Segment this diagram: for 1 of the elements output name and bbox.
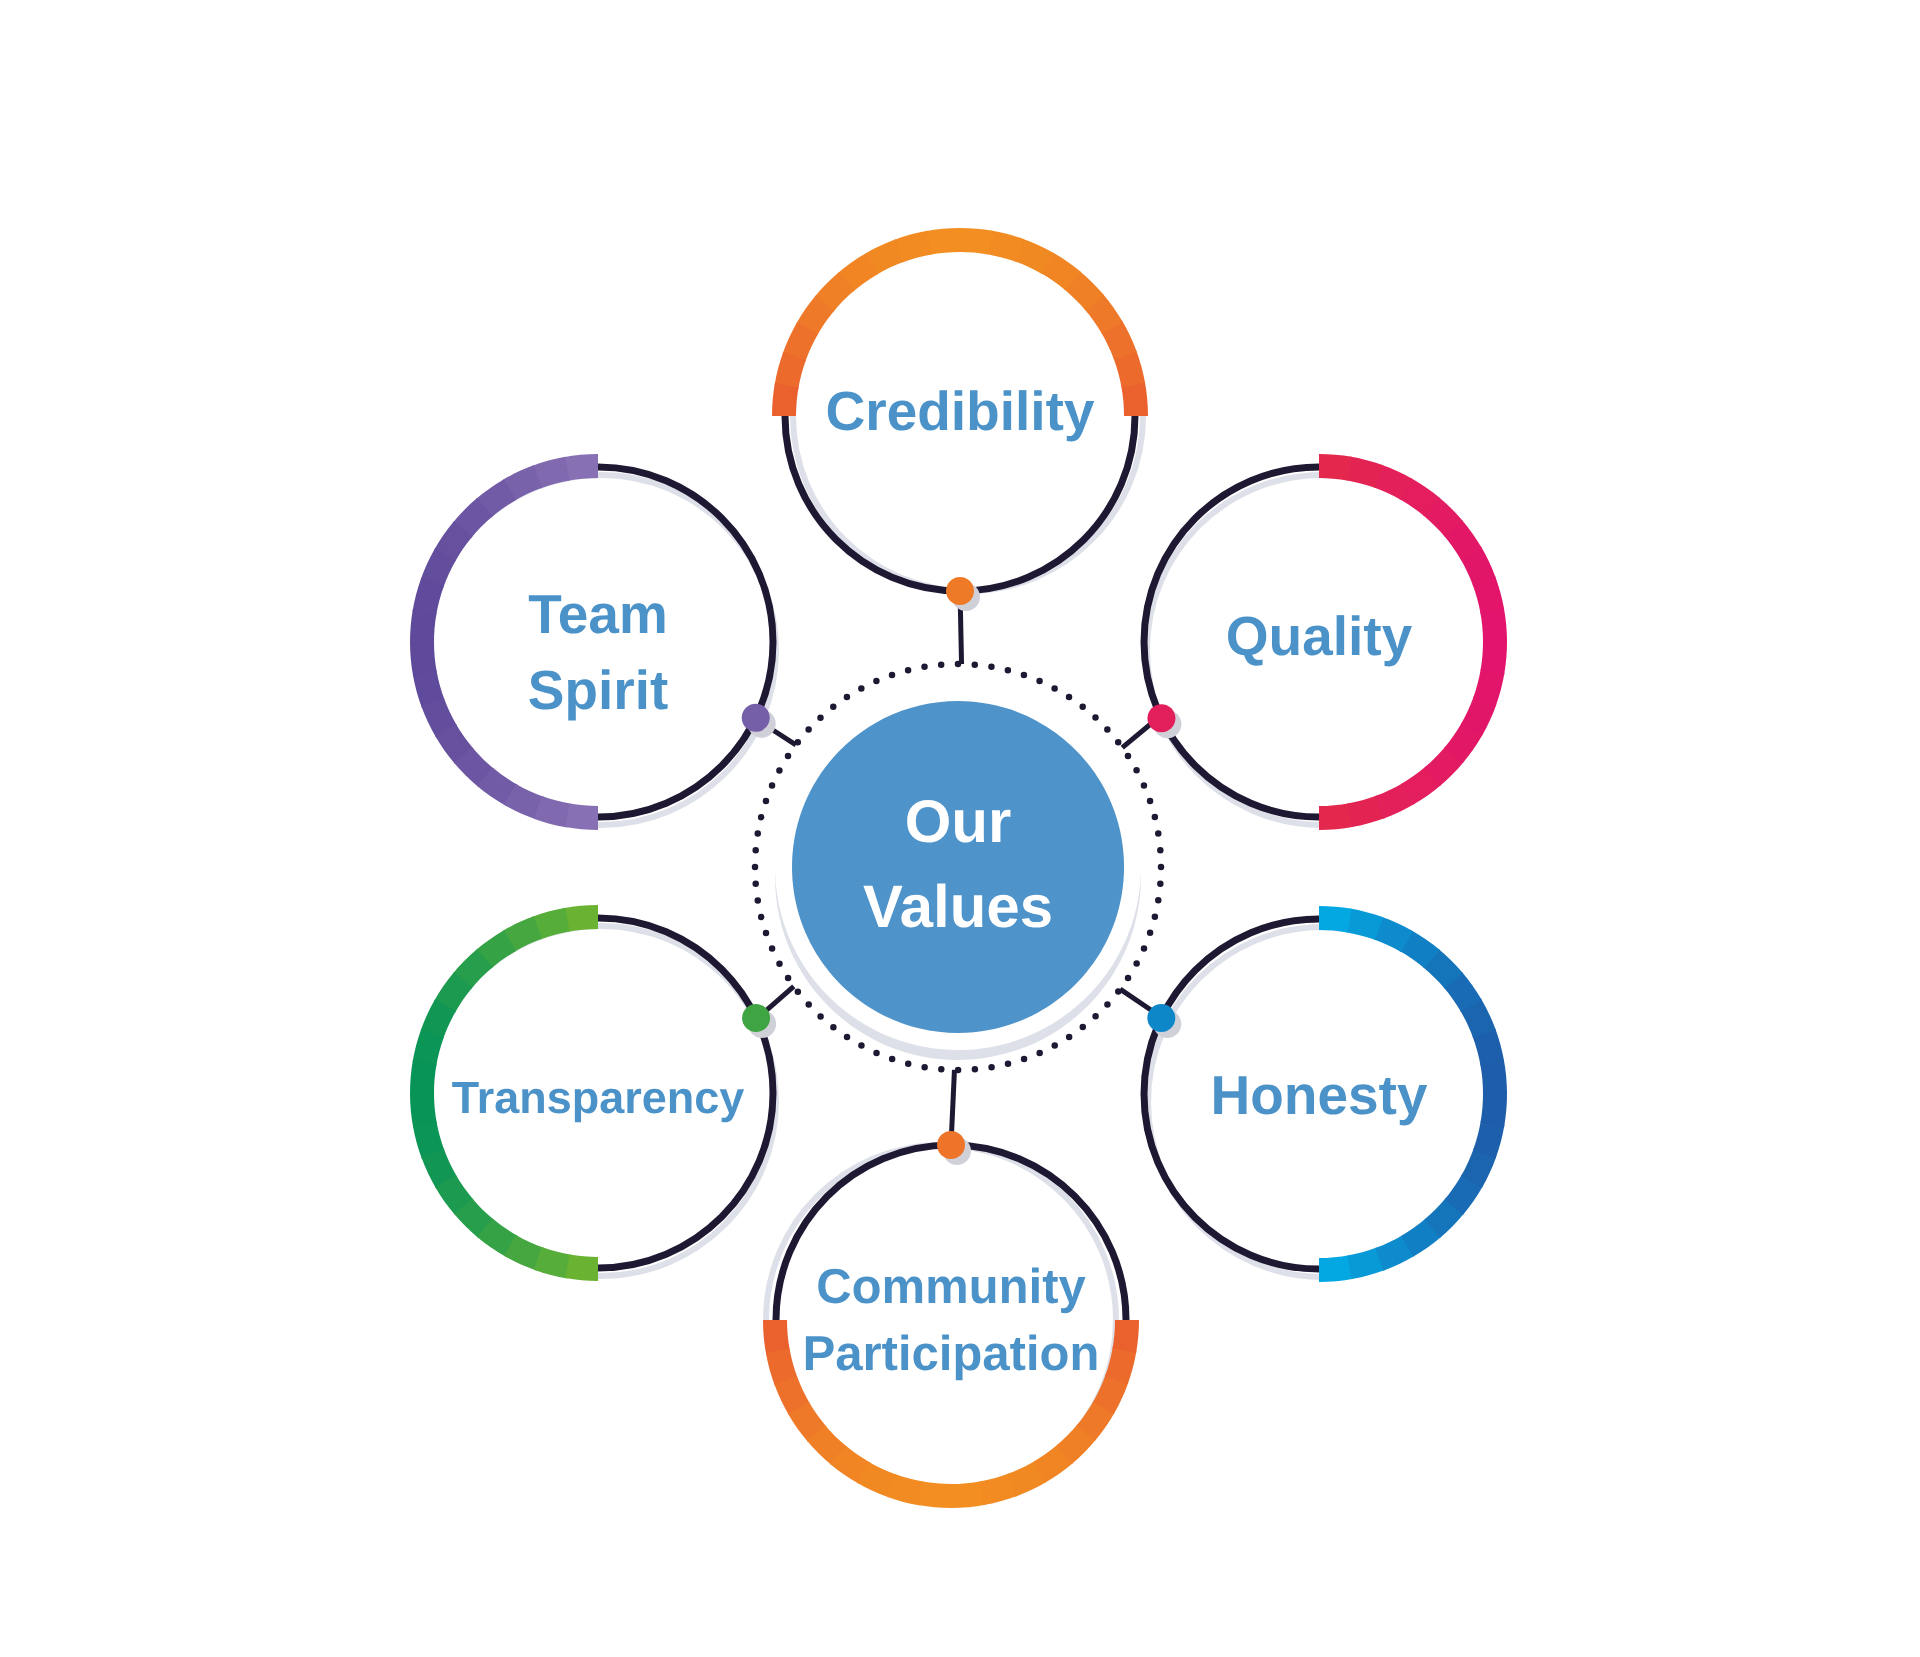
dotted-ring: [751, 660, 1165, 1074]
